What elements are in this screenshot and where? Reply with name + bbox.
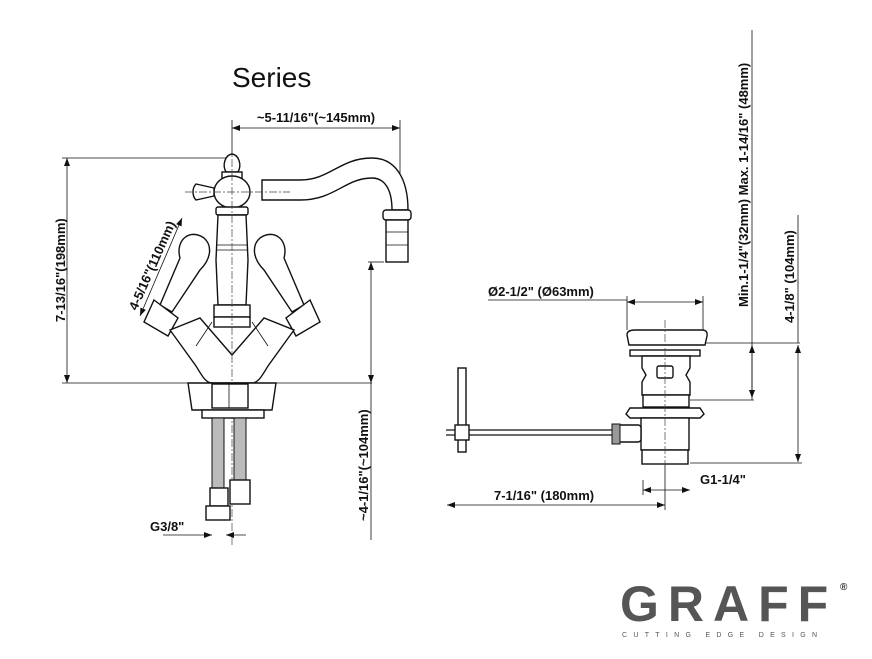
spout-reach-dimension: ~5-11/16"(~145mm) xyxy=(256,110,376,125)
faucet-drawing xyxy=(62,120,412,545)
total-height-dimension: 7-13/16"(198mm) xyxy=(53,218,68,322)
deck-thickness-range-dimension: Min.1-1/4"(32mm) Max. 1-14/16" (48mm) xyxy=(736,62,751,308)
series-title: Series xyxy=(232,62,312,93)
rod-length-dimension: 7-1/16" (180mm) xyxy=(494,488,595,503)
logo-tagline: CUTTING EDGE DESIGN xyxy=(622,632,824,639)
registered-mark: ® xyxy=(840,582,848,593)
cap-diameter-dimension: Ø2-1/2" (Ø63mm) xyxy=(488,284,594,299)
thread-dimension: G1-1/4" xyxy=(700,472,746,487)
spout-height-dimension: ~4-1/16"(~104mm) xyxy=(356,409,371,521)
drain-drawing xyxy=(446,30,802,510)
connection-dimension: G3/8" xyxy=(150,519,185,534)
drain-height-dimension: 4-1/8" (104mm) xyxy=(782,230,797,324)
logo-brand: GRAFF xyxy=(620,576,838,632)
